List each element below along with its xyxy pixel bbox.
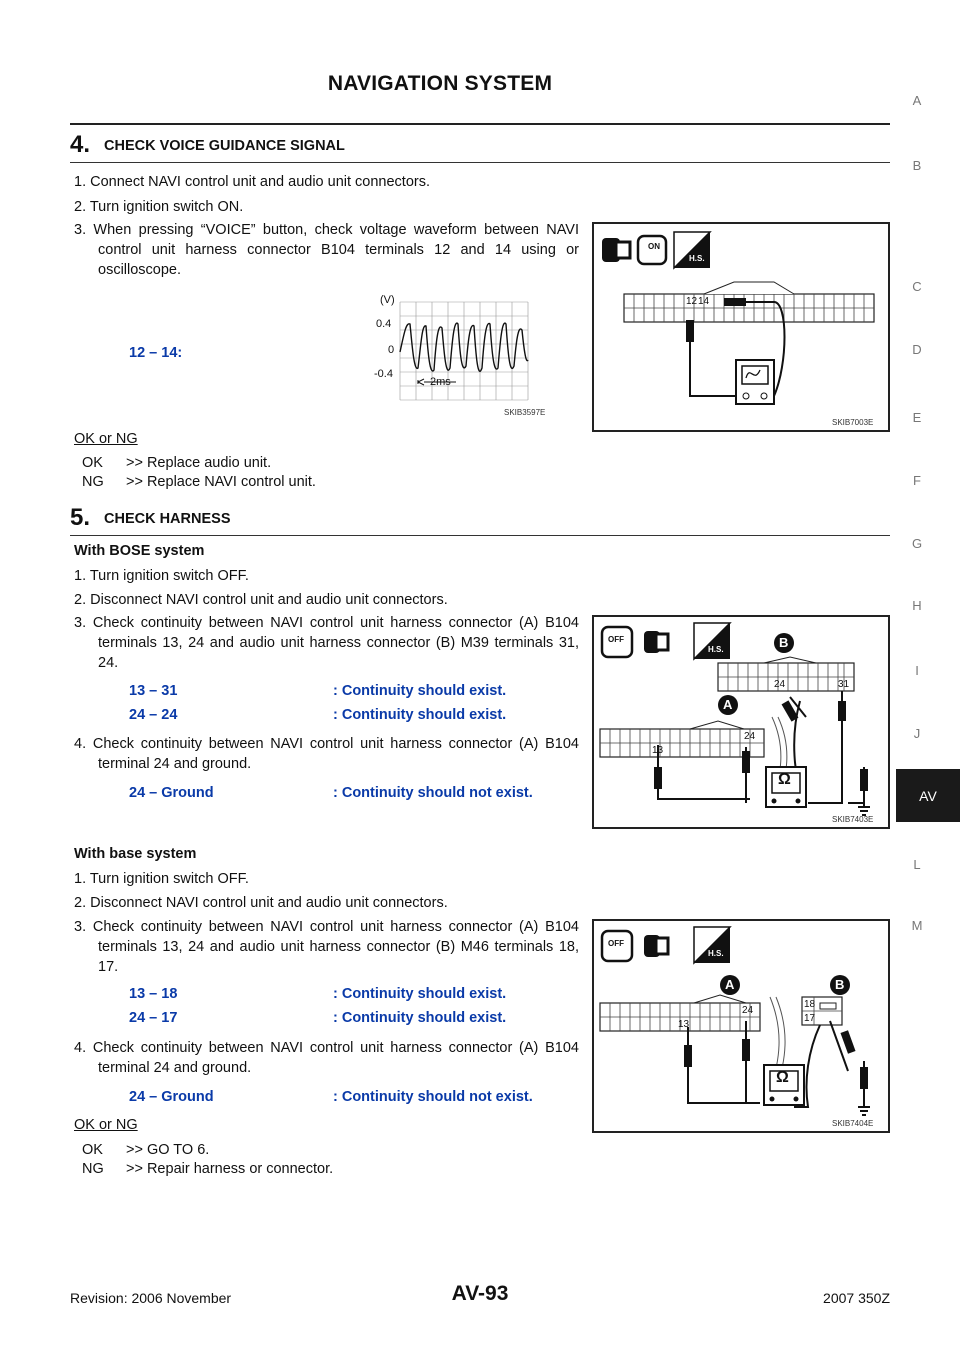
- step-4-ng-label: NG: [82, 474, 104, 490]
- bose-term-a2: 24: [744, 731, 756, 742]
- bose-connector-a-label: A: [723, 697, 733, 712]
- base-item-1: 1. Turn ignition switch OFF.: [74, 871, 249, 887]
- bose-ohm-meter-icon: Ω: [778, 771, 791, 788]
- bose-continuity-diagram: [599, 622, 870, 816]
- step-4-ok-ng: OK or NG: [74, 431, 138, 447]
- waveform-time-div: 2ms: [430, 376, 451, 388]
- waveform-y-bot: -0.4: [374, 368, 393, 380]
- bose-check-1-pair: 13 – 31: [129, 683, 178, 699]
- base-term-b2: 17: [804, 1013, 816, 1024]
- bose-item-2: 2. Disconnect NAVI control unit and audi…: [74, 592, 448, 608]
- oscilloscope-waveform: [399, 301, 529, 401]
- step-5-ok-ng: OK or NG: [74, 1117, 138, 1133]
- section-tab-m[interactable]: M: [911, 918, 923, 933]
- base-figure-code: SKIB7404E: [832, 1119, 874, 1128]
- waveform-y-mid: 0: [388, 344, 395, 356]
- step-5-number: 5.: [70, 504, 91, 531]
- step-5-rule: [70, 535, 890, 536]
- measure-label-12-14: 12 – 14:: [129, 345, 183, 361]
- step-4-ok-action[interactable]: >> Replace audio unit.: [126, 455, 272, 471]
- connector-probe-diagram: [602, 231, 875, 405]
- base-item-2: 2. Disconnect NAVI control unit and audi…: [74, 895, 448, 911]
- bose-diagram: OFF H.S. B A 24 31 13 24 Ω SKIB7403E: [592, 615, 890, 829]
- base-continuity-diagram: [599, 926, 870, 1116]
- step-4-item-3: 3. When pressing “VOICE” button, check v…: [74, 222, 579, 278]
- base-diagram: OFF H.S. A B 13 24 18 17 Ω SKIB7404E: [592, 919, 890, 1133]
- section-tab-c[interactable]: C: [912, 279, 922, 294]
- footer-revision: Revision: 2006 November: [70, 1290, 232, 1306]
- base-check-2-pair: 24 – 17: [129, 1010, 178, 1026]
- bose-figure-code: SKIB7403E: [832, 815, 874, 824]
- base-check-1-pair: 13 – 18: [129, 986, 178, 1002]
- header-rule: [70, 123, 890, 125]
- base-check-1-result: : Continuity should exist.: [333, 986, 507, 1002]
- section-tab-a[interactable]: A: [912, 93, 922, 108]
- base-item-3: 3. Check continuity between NAVI control…: [74, 919, 579, 975]
- step-4-title: CHECK VOICE GUIDANCE SIGNAL: [104, 138, 345, 154]
- base-ground-result: : Continuity should not exist.: [333, 1089, 533, 1105]
- base-connector-a-label: A: [725, 977, 735, 992]
- bose-ground-result: : Continuity should not exist.: [333, 785, 533, 801]
- bose-term-b1: 24: [774, 679, 786, 690]
- base-term-b1: 18: [804, 999, 816, 1010]
- hs-icon: H.S.: [689, 254, 705, 263]
- section-tab-l[interactable]: L: [913, 857, 921, 872]
- step-5-title: CHECK HARNESS: [104, 511, 231, 527]
- bose-heading: With BOSE system: [74, 543, 205, 559]
- section-tab-j[interactable]: J: [913, 726, 921, 741]
- step-5-ok-label: OK: [82, 1142, 103, 1158]
- section-tab-av-active[interactable]: AV: [896, 769, 960, 822]
- bose-check-2-result: : Continuity should exist.: [333, 707, 507, 723]
- bose-check-2-pair: 24 – 24: [129, 707, 178, 723]
- base-connector-b-label: B: [835, 977, 845, 992]
- section-tab-h[interactable]: H: [912, 598, 922, 613]
- section-tab-f[interactable]: F: [913, 473, 921, 488]
- bose-item-3: 3. Check continuity between NAVI control…: [74, 615, 579, 671]
- ignition-off-icon: OFF: [608, 635, 624, 644]
- footer-model: 2007 350Z: [823, 1290, 890, 1306]
- step-4-figure-code: SKIB7003E: [832, 418, 874, 427]
- bose-connector-b-label: B: [779, 635, 789, 650]
- page-title: NAVIGATION SYSTEM: [327, 72, 553, 95]
- bose-item-4: 4. Check continuity between NAVI control…: [74, 736, 579, 772]
- base-term-a1: 13: [678, 1019, 690, 1030]
- step-5-ng-action[interactable]: >> Repair harness or connector.: [126, 1161, 334, 1177]
- bose-hs-icon: H.S.: [708, 645, 724, 654]
- footer-page-number: AV-93: [451, 1282, 509, 1305]
- section-tab-d[interactable]: D: [912, 342, 922, 357]
- bose-term-a1: 13: [652, 745, 664, 756]
- step-4-item-1: 1. Connect NAVI control unit and audio u…: [74, 174, 431, 190]
- base-ohm-meter-icon: Ω: [776, 1069, 789, 1086]
- step-5-ng-label: NG: [82, 1161, 104, 1177]
- base-ignition-off-icon: OFF: [608, 939, 624, 948]
- step-4-number: 4.: [70, 131, 91, 158]
- base-check-2-result: : Continuity should exist.: [333, 1010, 507, 1026]
- base-hs-icon: H.S.: [708, 949, 724, 958]
- step-4-item-2: 2. Turn ignition switch ON.: [74, 199, 244, 215]
- waveform-graph: (V) 0.4 0 -0.4 2ms SKIB3597E: [366, 294, 566, 424]
- bose-item-1: 1. Turn ignition switch OFF.: [74, 568, 249, 584]
- ignition-on-icon: ON: [648, 242, 660, 251]
- diagram-terminal-12: 12: [686, 296, 698, 307]
- section-tab-e[interactable]: E: [912, 410, 922, 425]
- base-heading: With base system: [74, 846, 197, 862]
- step-4-rule: [70, 162, 890, 163]
- step-4-diagram: ON H.S. 12 14 SKIB7003E: [592, 222, 890, 432]
- step-5-ok-action[interactable]: >> GO TO 6.: [126, 1142, 210, 1158]
- base-ground-pair: 24 – Ground: [129, 1089, 214, 1105]
- waveform-y-top: 0.4: [376, 318, 392, 330]
- waveform-figure-code: SKIB3597E: [504, 408, 546, 417]
- section-tab-i[interactable]: I: [915, 663, 919, 678]
- step-4-ok-label: OK: [82, 455, 103, 471]
- waveform-unit: (V): [380, 294, 395, 306]
- base-term-a2: 24: [742, 1005, 754, 1016]
- section-tab-b[interactable]: B: [912, 158, 922, 173]
- bose-check-1-result: : Continuity should exist.: [333, 683, 507, 699]
- diagram-terminal-14: 14: [698, 296, 710, 307]
- bose-ground-pair: 24 – Ground: [129, 785, 214, 801]
- section-tab-g[interactable]: G: [911, 536, 923, 551]
- bose-term-b2: 31: [838, 679, 850, 690]
- step-4-ng-action[interactable]: >> Replace NAVI control unit.: [126, 474, 316, 490]
- base-item-4: 4. Check continuity between NAVI control…: [74, 1040, 579, 1076]
